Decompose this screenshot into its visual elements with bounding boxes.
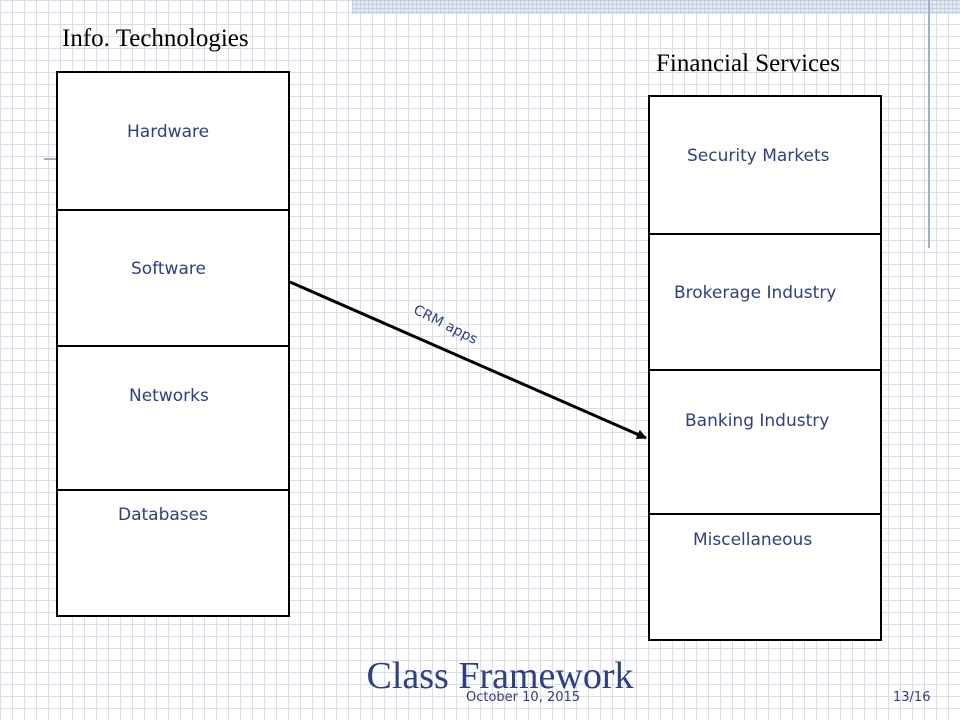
right-cell-label: Banking Industry (685, 411, 830, 431)
connector-line (289, 280, 647, 440)
left-cell-label: Software (131, 259, 206, 279)
left-cell-software: Software (58, 209, 288, 347)
left-cell-databases: Databases (58, 489, 288, 615)
slide-title: Class Framework (366, 655, 634, 697)
right-cell-banking-industry: Banking Industry (650, 369, 880, 515)
right-column-box: Security Markets Brokerage Industry Bank… (648, 95, 882, 641)
right-cell-brokerage-industry: Brokerage Industry (650, 233, 880, 371)
decorative-left-tick (44, 158, 62, 160)
left-column-heading: Info. Technologies (62, 25, 249, 52)
decorative-right-rule (928, 0, 930, 248)
right-cell-label: Miscellaneous (693, 530, 813, 550)
left-cell-hardware: Hardware (58, 73, 288, 211)
decorative-top-band (352, 0, 960, 14)
left-column-box: Hardware Software Networks Databases (56, 71, 290, 617)
right-column-heading: Financial Services (656, 50, 840, 77)
right-cell-label: Brokerage Industry (674, 283, 837, 303)
right-cell-miscellaneous: Miscellaneous (650, 513, 880, 639)
footer-date: October 10, 2015 (466, 690, 581, 705)
left-cell-networks: Networks (58, 345, 288, 491)
left-cell-label: Hardware (127, 122, 210, 142)
left-cell-label: Networks (129, 386, 209, 406)
left-cell-label: Databases (118, 505, 208, 525)
right-cell-label: Security Markets (687, 146, 830, 166)
connector-label: CRM apps (410, 302, 481, 348)
footer-page-number: 13/16 (893, 690, 931, 705)
right-cell-security-markets: Security Markets (650, 97, 880, 235)
